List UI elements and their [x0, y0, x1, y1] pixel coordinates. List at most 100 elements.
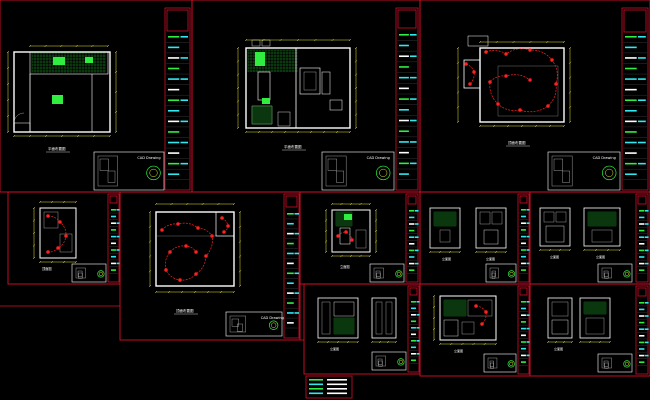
title-block-field	[625, 152, 637, 154]
title-block-value	[526, 222, 530, 224]
stamp-frame	[225, 311, 283, 337]
elevation-panel	[333, 301, 355, 317]
dimension-line	[370, 340, 398, 344]
title-block-field	[409, 256, 415, 258]
window-frame	[251, 39, 261, 47]
circuit-wire	[475, 305, 487, 325]
title-block-value	[526, 354, 530, 357]
light-fixture	[468, 82, 472, 86]
dimension-tick	[314, 38, 317, 42]
dimension-tick	[492, 124, 496, 128]
dimension-tick	[474, 250, 478, 254]
dimension-tick	[330, 202, 334, 206]
stamp-plan	[97, 155, 118, 187]
title-block-logo-box	[166, 9, 189, 32]
sheet-s1: 平面布置图 CAD Drawing	[0, 0, 193, 193]
dimension-tick	[340, 254, 343, 258]
sheet-title: 平面布置图	[48, 146, 66, 151]
dimension-tick	[554, 340, 558, 344]
light-fixture	[178, 278, 182, 282]
dimension-tick	[238, 255, 242, 258]
dimension-tick	[60, 134, 64, 138]
stamp-frame	[597, 353, 633, 373]
elevation-panel	[491, 211, 503, 225]
title-block-field	[521, 209, 526, 211]
title-block-value	[638, 57, 646, 59]
title-block-value	[294, 232, 299, 235]
stamp-logo-core	[624, 361, 629, 366]
title-block-field	[399, 109, 409, 111]
dimension-line	[578, 340, 612, 344]
title-block-field	[399, 34, 409, 36]
title-block-field	[399, 162, 409, 165]
title-block-field	[399, 76, 409, 79]
dimension-tick	[92, 134, 96, 138]
dimension-tick	[374, 240, 378, 243]
title-block-field	[521, 307, 526, 310]
light-fixture	[56, 246, 60, 250]
legend-frame	[305, 375, 353, 399]
light-fixture	[184, 244, 188, 248]
sheet-border	[419, 0, 650, 193]
stamp-logo-core	[605, 168, 614, 177]
title-block-field	[521, 255, 526, 258]
title-block-field	[521, 354, 526, 357]
legend-text	[327, 392, 347, 395]
dimension-tick	[170, 202, 173, 206]
title-block-field	[168, 88, 180, 91]
title-block-field	[625, 99, 637, 102]
dimension-tick	[546, 40, 549, 44]
furniture-marker	[85, 57, 93, 63]
stamp-logo-ring	[376, 165, 391, 181]
title-block	[621, 7, 649, 191]
elevation-frame	[539, 207, 571, 247]
sheet-s10: 立面图	[419, 283, 531, 377]
stamp-label: CAD Drawing	[593, 156, 616, 160]
sheet-s7: 立面图立面图	[419, 191, 531, 285]
title-block-logo-box	[623, 9, 647, 33]
dimension-tick	[378, 340, 382, 344]
title-block-field	[111, 262, 116, 265]
light-fixture	[350, 238, 354, 242]
dimension-tick	[114, 110, 118, 114]
dimension-tick	[32, 231, 36, 235]
sheet-border	[529, 283, 650, 377]
title-block-field	[168, 78, 180, 80]
dimension-tick	[62, 260, 66, 264]
legend-swatch	[309, 379, 323, 381]
title-block-field	[639, 335, 645, 337]
stamp-label: CAD Drawing	[137, 156, 160, 160]
title-block-field	[409, 229, 415, 232]
title-block-field	[411, 359, 416, 362]
dimension-line	[38, 200, 78, 204]
light-fixture	[528, 78, 532, 82]
key-plan-stamp: CAD Drawing	[225, 311, 284, 337]
title-block-field	[411, 320, 416, 323]
tv-cabinet	[321, 71, 331, 95]
dimension-tick	[529, 40, 532, 44]
title-block-value	[294, 292, 299, 294]
light-fixture	[344, 230, 348, 234]
furniture-marker	[344, 214, 352, 220]
dimension-line	[428, 250, 462, 254]
lighting-circuit	[484, 48, 558, 113]
title-block-field	[639, 321, 645, 324]
cabinet	[461, 321, 475, 335]
dimension-tick	[348, 38, 352, 42]
dimension-tick	[32, 219, 36, 222]
title-block-field	[639, 302, 645, 304]
stamp-plan	[375, 355, 386, 367]
circuit-wire	[465, 63, 475, 85]
title-block-value	[415, 262, 419, 265]
dimension-tick	[324, 229, 328, 233]
dimension-line	[244, 38, 352, 42]
title-block-field	[409, 269, 415, 271]
title-block-field	[639, 262, 645, 265]
title-block-value	[180, 57, 188, 59]
light-fixture	[504, 74, 508, 78]
dimension-tick	[232, 290, 236, 294]
stamp-room	[604, 362, 609, 369]
dining-table	[257, 71, 271, 101]
dimension-tick	[335, 130, 339, 134]
dimension-tick	[326, 340, 330, 344]
